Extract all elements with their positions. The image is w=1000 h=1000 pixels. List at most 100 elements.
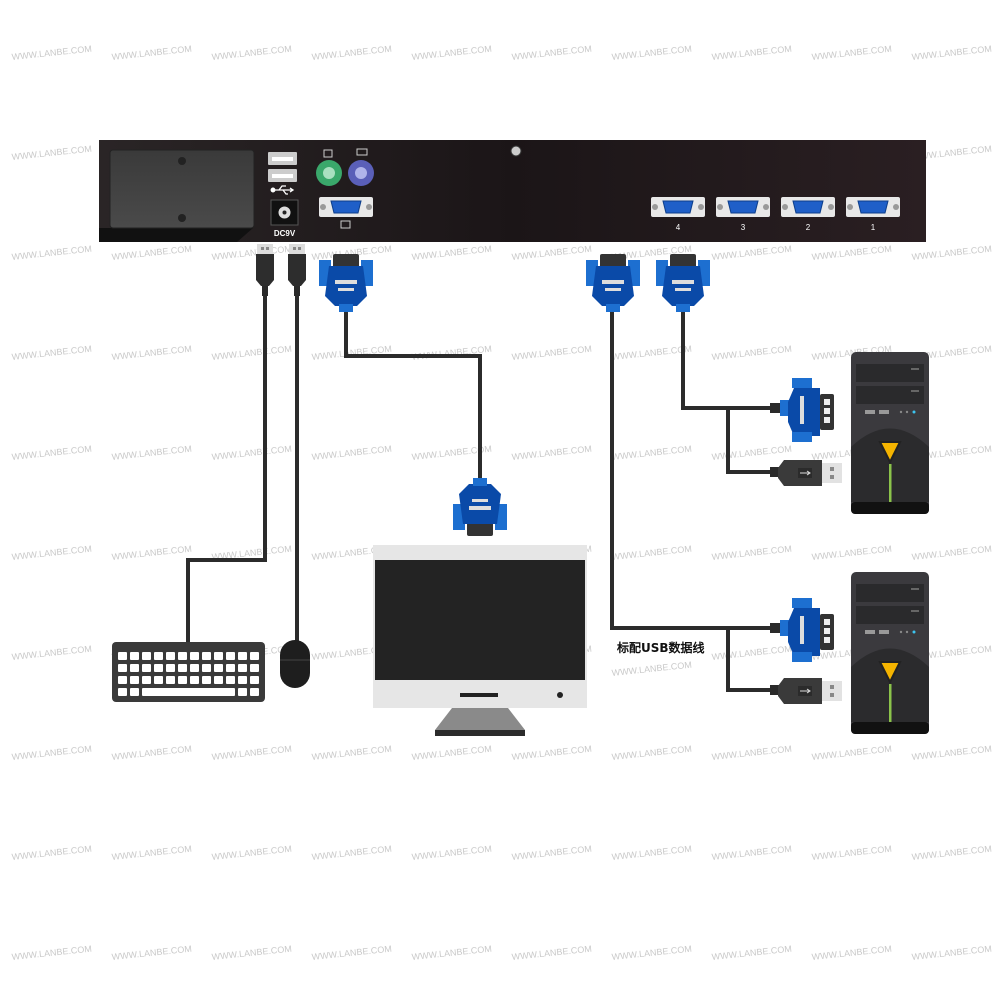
keyboard-key	[214, 652, 223, 660]
keyboard-key	[214, 664, 223, 672]
mouse-usb-plug	[288, 244, 306, 296]
watermark-text: WWW.LANBE.COM	[111, 944, 192, 962]
keyboard-key	[214, 676, 223, 684]
watermark-text: WWW.LANBE.COM	[11, 444, 92, 462]
port-label: 3	[741, 223, 746, 232]
watermark-text: WWW.LANBE.COM	[611, 544, 692, 562]
watermark-text: WWW.LANBE.COM	[611, 344, 692, 362]
pc2-usb-cable	[726, 628, 772, 692]
keyboard-key	[250, 652, 259, 660]
ps2-mouse-port[interactable]	[348, 148, 374, 186]
keyboard-key	[118, 664, 127, 672]
pc1-vga-plug	[656, 254, 710, 312]
keyboard-usb-plug	[256, 244, 274, 296]
watermark-text: WWW.LANBE.COM	[11, 644, 92, 662]
keyboard-key	[142, 676, 151, 684]
watermark-text: WWW.LANBE.COM	[411, 44, 492, 62]
pc2-vga-plug	[586, 254, 640, 312]
watermark-text: WWW.LANBE.COM	[311, 344, 392, 362]
keyboard-key	[130, 664, 139, 672]
computer-1	[850, 351, 930, 515]
watermark-text: WWW.LANBE.COM	[811, 844, 892, 862]
watermark-text: WWW.LANBE.COM	[211, 344, 292, 362]
watermark-text: WWW.LANBE.COM	[911, 744, 992, 762]
port-label: 4	[676, 223, 681, 232]
keyboard-key	[238, 652, 247, 660]
cables	[186, 295, 780, 692]
watermark-text: WWW.LANBE.COM	[511, 944, 592, 962]
keyboard-key	[238, 676, 247, 684]
watermark-text: WWW.LANBE.COM	[611, 944, 692, 962]
keyboard-key	[166, 652, 175, 660]
watermark-text: WWW.LANBE.COM	[911, 244, 992, 262]
keyboard-key	[250, 688, 259, 696]
keyboard-key	[226, 664, 235, 672]
pc-port-2[interactable]	[780, 196, 836, 218]
keyboard-key	[226, 652, 235, 660]
keyboard-key	[190, 676, 199, 684]
keyboard-key	[178, 652, 187, 660]
watermark-text: WWW.LANBE.COM	[211, 244, 292, 262]
pc2-vga-cable	[610, 306, 780, 630]
pc-port-4[interactable]	[650, 196, 706, 218]
watermark-text: WWW.LANBE.COM	[911, 844, 992, 862]
cable-label: 标配USB数据线	[616, 640, 705, 655]
kvm-back-panel: DC9V 4 3 2 1	[99, 140, 926, 242]
watermark-text: WWW.LANBE.COM	[411, 844, 492, 862]
mouse	[280, 640, 310, 688]
watermark-text: WWW.LANBE.COM	[211, 444, 292, 462]
usb-icon	[270, 185, 295, 195]
watermark-text: WWW.LANBE.COM	[711, 244, 792, 262]
keyboard-key	[118, 652, 127, 660]
watermark-text: WWW.LANBE.COM	[811, 744, 892, 762]
port-label: 1	[871, 223, 876, 232]
spacebar-key	[142, 688, 235, 696]
keyboard-key	[238, 688, 247, 696]
watermark-text: WWW.LANBE.COM	[611, 660, 692, 678]
console-vga-port[interactable]	[318, 196, 374, 218]
watermark-text: WWW.LANBE.COM	[11, 844, 92, 862]
watermark-text: WWW.LANBE.COM	[111, 244, 192, 262]
watermark-text: WWW.LANBE.COM	[111, 744, 192, 762]
blank-plate	[109, 149, 255, 229]
usb-ports[interactable]	[268, 152, 297, 195]
watermark-text: WWW.LANBE.COM	[311, 844, 392, 862]
watermark-text: WWW.LANBE.COM	[311, 444, 392, 462]
watermark-text: WWW.LANBE.COM	[711, 444, 792, 462]
watermark-text: WWW.LANBE.COM	[311, 44, 392, 62]
pc1-usb-cable	[726, 408, 772, 474]
watermark-text: WWW.LANBE.COM	[511, 844, 592, 862]
ps2-keyboard-port[interactable]	[316, 149, 342, 186]
watermark-text: WWW.LANBE.COM	[11, 344, 92, 362]
watermark-text: WWW.LANBE.COM	[811, 44, 892, 62]
keyboard-key	[250, 676, 259, 684]
watermark-text: WWW.LANBE.COM	[711, 344, 792, 362]
power-label: DC9V	[274, 229, 296, 238]
watermark-text: WWW.LANBE.COM	[911, 44, 992, 62]
keyboard-key	[154, 664, 163, 672]
watermark-text: WWW.LANBE.COM	[711, 844, 792, 862]
pc2-usb-connector	[769, 677, 843, 705]
watermark-text: WWW.LANBE.COM	[11, 44, 92, 62]
watermark-text: WWW.LANBE.COM	[811, 944, 892, 962]
watermark-text: WWW.LANBE.COM	[11, 244, 92, 262]
keyboard-key	[202, 676, 211, 684]
keyboard	[112, 642, 265, 702]
keyboard-key	[178, 676, 187, 684]
keyboard-key	[154, 676, 163, 684]
pc1-usb-connector	[769, 459, 843, 487]
watermark-text: WWW.LANBE.COM	[811, 244, 892, 262]
power-jack[interactable]	[270, 199, 299, 226]
monitor-vga-plug	[453, 478, 507, 536]
pc-port-1[interactable]	[845, 196, 901, 218]
watermark-text: WWW.LANBE.COM	[111, 444, 192, 462]
watermark-text: WWW.LANBE.COM	[111, 344, 192, 362]
ground-screw-icon	[510, 145, 522, 157]
watermark-text: WWW.LANBE.COM	[711, 544, 792, 562]
watermark-text: WWW.LANBE.COM	[711, 944, 792, 962]
watermark-text: WWW.LANBE.COM	[911, 944, 992, 962]
keyboard-key	[118, 688, 127, 696]
pc-port-3[interactable]	[715, 196, 771, 218]
keyboard-key	[118, 676, 127, 684]
